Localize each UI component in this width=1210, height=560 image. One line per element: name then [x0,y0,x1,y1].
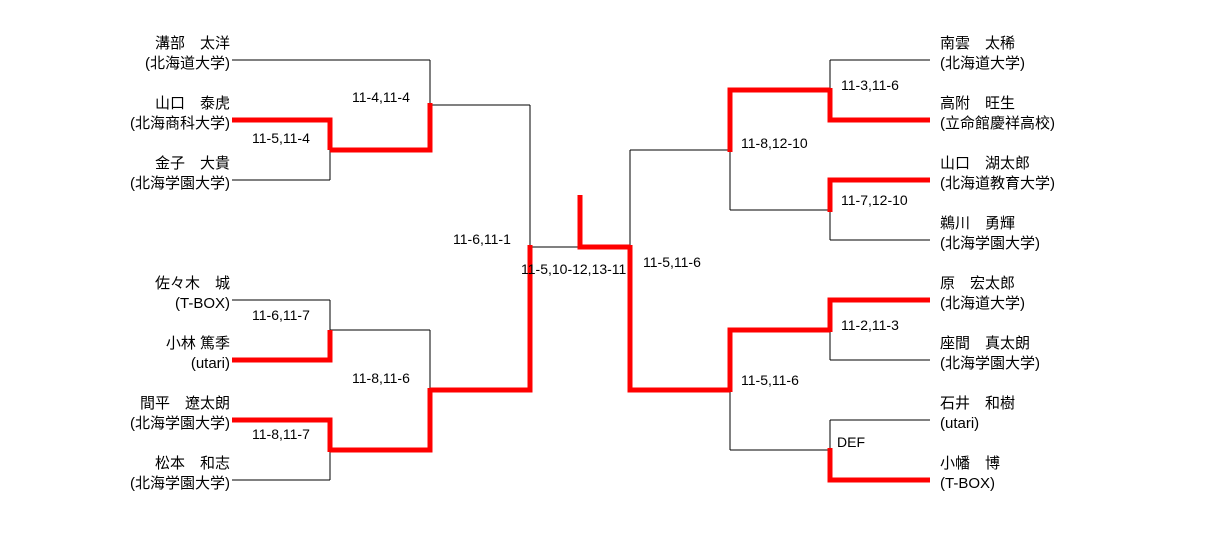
player-mahira: 間平 遼太朗 (北海学園大学) [130,394,230,434]
player-sasaki: 佐々木 城 (T-BOX) [155,274,230,314]
player-name: 山口 湖太郎 [940,155,1031,172]
player-club: (北海学園大学) [130,175,230,192]
player-club: (北海道大学) [145,55,230,72]
player-yamaguchi-kotaro: 山口 湖太郎 (北海道教育大学) [940,154,1055,194]
player-club: (北海道大学) [940,295,1025,312]
player-kaneko: 金子 大貴 (北海学園大学) [130,154,230,194]
score-left-r2-top: 11-4,11-4 [352,89,410,105]
score-right-r1-4-def: DEF [837,434,865,450]
score-right-r1-1: 11-3,11-6 [841,77,899,93]
player-mizobe: 溝部 太洋 (北海道大学) [145,34,230,74]
player-club: (北海商科大学) [130,115,230,132]
player-name: 石井 和樹 [940,395,1016,412]
score-final: 11-5,10-12,13-11 [521,261,627,277]
player-name: 小林 篤季 [165,335,230,352]
score-right-r2-bot: 11-5,11-6 [741,372,799,388]
player-club: (utari) [940,415,980,432]
player-name: 鵜川 勇輝 [940,215,1016,232]
player-matsumoto: 松本 和志 (北海学園大学) [130,454,230,494]
player-ukawa: 鵜川 勇輝 (北海学園大学) [940,214,1040,254]
score-left-r1-mid: 11-6,11-7 [252,307,310,323]
player-kobayashi: 小林 篤季 (utari) [166,334,230,374]
player-name: 小幡 博 [940,455,1001,472]
player-club: (T-BOX) [175,295,230,312]
player-name: 南雲 太稀 [940,35,1016,52]
score-right-r1-2: 11-7,12-10 [841,192,908,208]
player-club: (北海学園大学) [130,475,230,492]
score-left-r1-top: 11-5,11-4 [252,130,310,146]
player-club: (utari) [190,355,230,372]
player-obata: 小幡 博 (T-BOX) [940,454,1000,494]
player-name: 高附 旺生 [940,95,1016,112]
player-club: (T-BOX) [940,475,995,492]
player-club: (北海学園大学) [940,355,1040,372]
player-ishii: 石井 和樹 (utari) [940,394,1015,434]
player-nagumo: 南雲 太稀 (北海道大学) [940,34,1025,74]
player-club: (北海学園大学) [130,415,230,432]
player-name: 松本 和志 [154,455,230,472]
player-name: 溝部 太洋 [154,35,230,52]
score-right-r2-top: 11-8,12-10 [741,135,808,151]
player-club: (立命館慶祥高校) [940,115,1055,132]
player-club: (北海学園大学) [940,235,1040,252]
player-yamaguchi-taiko: 山口 泰虎 (北海商科大学) [130,94,230,134]
score-left-semifinal: 11-6,11-1 [453,231,511,247]
winner-path [232,87,930,483]
player-name: 原 宏太郎 [940,275,1016,292]
player-zama: 座間 真太朗 (北海学園大学) [940,334,1040,374]
player-name: 山口 泰虎 [154,95,230,112]
player-name: 佐々木 城 [154,275,230,292]
player-name: 間平 遼太朗 [139,395,230,412]
score-right-semifinal: 11-5,11-6 [643,254,701,270]
player-hara: 原 宏太郎 (北海道大学) [940,274,1025,314]
player-name: 座間 真太朗 [940,335,1031,352]
player-club: (北海道教育大学) [940,175,1055,192]
player-takatsuke: 高附 旺生 (立命館慶祥高校) [940,94,1055,134]
score-right-r1-3: 11-2,11-3 [841,317,899,333]
score-left-r2-bot: 11-8,11-6 [352,370,410,386]
player-club: (北海道大学) [940,55,1025,72]
score-left-r1-bot: 11-8,11-7 [252,426,310,442]
player-name: 金子 大貴 [154,155,230,172]
